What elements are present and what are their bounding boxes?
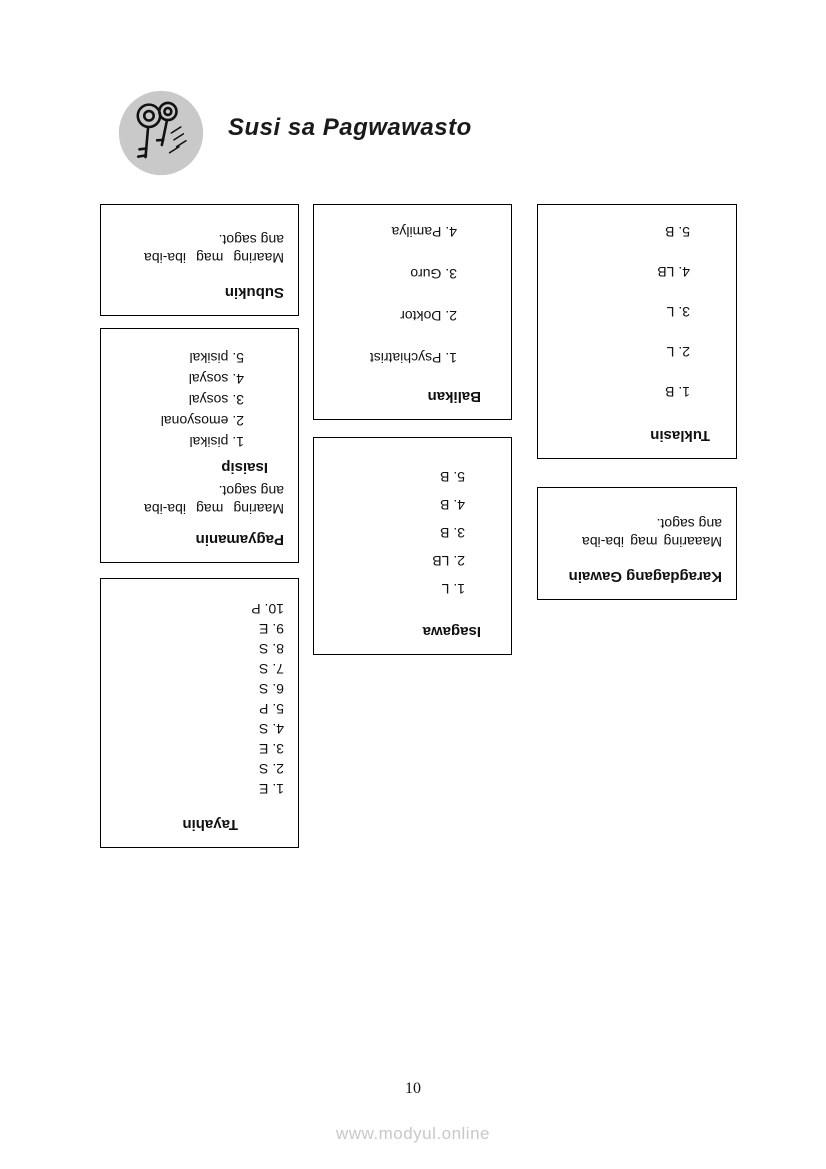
isaisip-answer-1: 1. pisikal <box>189 434 244 450</box>
tuklasin-answer-3: 3. L <box>666 304 690 320</box>
answer-box-pagyamanin-content: Pagyamanin Maaring mag iba-iba ang sagot… <box>101 329 298 562</box>
pagyamanin-note: Maaring mag iba-iba ang sagot. <box>144 483 284 517</box>
isagawa-answer-5: 5. B <box>440 469 465 485</box>
answer-box-balikan-content: Balikan 1. Psychiatrist 2. Doktor 3. Gur… <box>314 205 511 419</box>
tayahin-answer-6: 6. S <box>259 681 284 697</box>
balikan-answer-1: 1. Psychiatrist <box>369 350 457 366</box>
answer-box-tuklasin-content: Tuklasin 1. B 2. L 3. L 4. LB 5. B <box>538 205 736 458</box>
tayahin-answer-7: 7. S <box>259 661 284 677</box>
tuklasin-answer-1: 1. B <box>665 384 690 400</box>
tayahin-answer-9: 9. E <box>259 621 284 637</box>
box-title-pagyamanin: Pagyamanin <box>195 531 284 548</box>
answer-box-subukin-content: Subukin Maaring mag iba-iba ang sagot. <box>101 205 298 315</box>
page-title: Susi sa Pagwawasto <box>228 114 472 141</box>
balikan-answer-3: 3. Guro <box>410 266 457 282</box>
isagawa-answer-4: 4. B <box>440 497 465 513</box>
isagawa-answer-2: 2. LB <box>432 553 465 569</box>
isaisip-answer-3: 3. sosyal <box>188 392 244 408</box>
watermark-text: www.modyul.online <box>335 1124 490 1143</box>
tayahin-answer-1: 1. E <box>259 781 284 797</box>
box-title-subukin: Subukin <box>224 284 284 301</box>
tayahin-answer-5: 5. P <box>259 701 284 717</box>
tayahin-answer-8: 8. S <box>259 641 284 657</box>
answer-box-subukin: Subukin Maaring mag iba-iba ang sagot. <box>100 204 299 316</box>
keys-icon-graphic <box>118 90 204 176</box>
box-title-isagawa: Isagawa <box>422 623 481 640</box>
isagawa-answer-1: 1. L <box>441 581 465 597</box>
answer-box-isagawa-content: Isagawa 1. L 2. LB 3. B 4. B 5. B <box>314 438 511 654</box>
answer-box-tuklasin: Tuklasin 1. B 2. L 3. L 4. LB 5. B <box>537 204 737 459</box>
isagawa-answer-3: 3. B <box>440 525 465 541</box>
answer-box-karagdagang-gawain: Karagdagang Gawain Maaaring mag iba-iba … <box>537 487 737 600</box>
box-title-tuklasin: Tuklasin <box>650 427 710 444</box>
karagdagang-note: Maaaring mag iba-iba ang sagot. <box>582 516 722 550</box>
answer-box-tayahin: Tayahin 1. E 2. S 3. E 4. S 5. P 6. S 7.… <box>100 578 299 848</box>
tayahin-answer-4: 4. S <box>259 721 284 737</box>
tayahin-answer-2: 2. S <box>259 761 284 777</box>
answer-box-balikan: Balikan 1. Psychiatrist 2. Doktor 3. Gur… <box>313 204 512 420</box>
page-number: 10 <box>405 1080 421 1097</box>
box-title-isaisip: Isaisip <box>221 459 268 476</box>
box-title-tayahin: Tayahin <box>182 816 238 833</box>
tuklasin-answer-5: 5. B <box>665 224 690 240</box>
balikan-answer-2: 2. Doktor <box>400 308 457 324</box>
box-title-karagdagang-gawain: Karagdagang Gawain <box>568 568 722 585</box>
box-title-balikan: Balikan <box>427 388 481 405</box>
tuklasin-answer-2: 2. L <box>666 344 690 360</box>
isaisip-answer-5: 5. pisikal <box>189 350 244 366</box>
tayahin-answer-3: 3. E <box>259 741 284 757</box>
isaisip-answer-2: 2. emosyonal <box>160 413 244 429</box>
answer-box-pagyamanin: Pagyamanin Maaring mag iba-iba ang sagot… <box>100 328 299 563</box>
balikan-answer-4: 4. Pamilya <box>391 224 457 240</box>
subukin-note: Maaring mag iba-iba ang sagot. <box>144 232 284 266</box>
answer-box-tayahin-content: Tayahin 1. E 2. S 3. E 4. S 5. P 6. S 7.… <box>101 579 298 847</box>
answer-box-isagawa: Isagawa 1. L 2. LB 3. B 4. B 5. B <box>313 437 512 655</box>
isaisip-answer-4: 4. sosyal <box>188 371 244 387</box>
keys-icon <box>118 90 204 176</box>
answer-box-karagdagang-content: Karagdagang Gawain Maaaring mag iba-iba … <box>538 488 736 599</box>
tuklasin-answer-4: 4. LB <box>657 264 690 280</box>
tayahin-answer-10: 10. P <box>251 601 284 617</box>
